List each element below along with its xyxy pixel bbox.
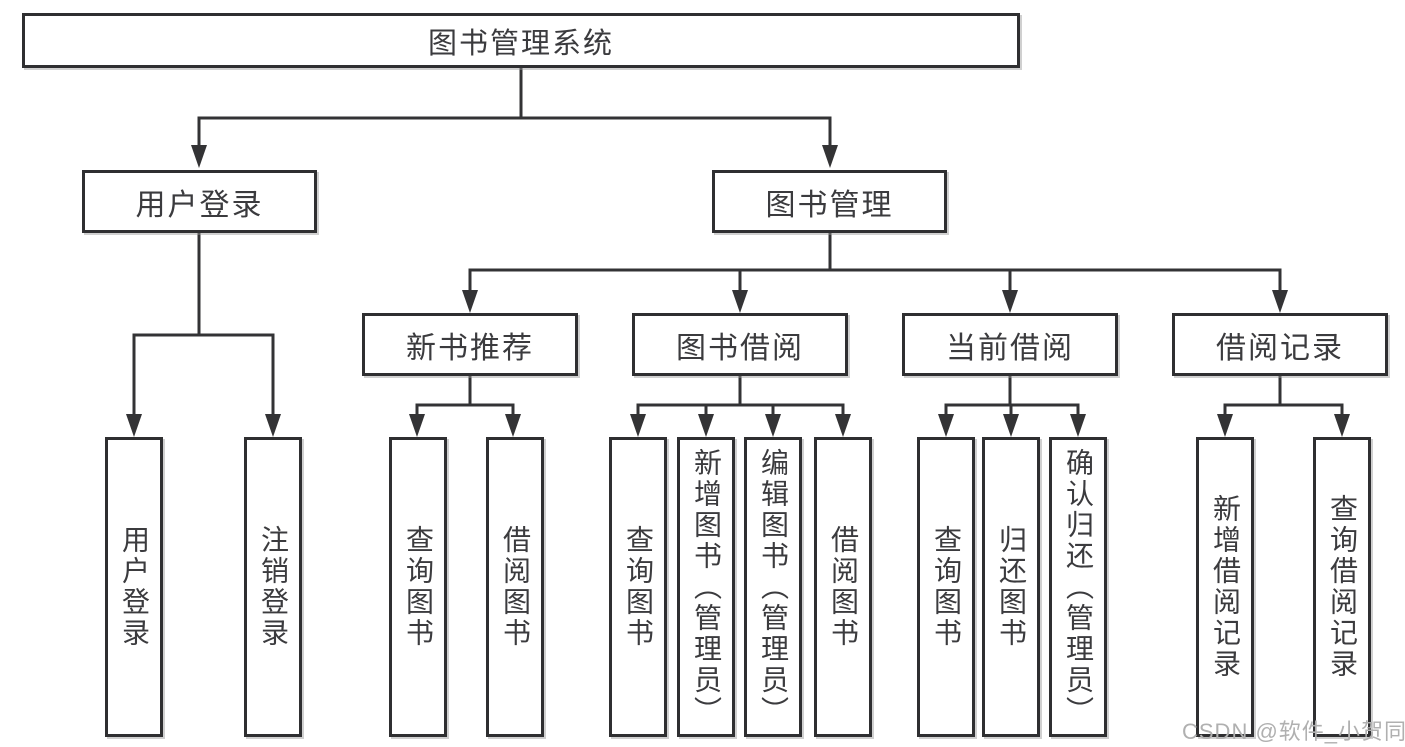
node-label: 图书管理系统 — [427, 27, 614, 60]
leaf-label: 查询图书 — [403, 525, 434, 649]
leaf-query-borrow-record: 查询借阅记录 — [1313, 437, 1371, 737]
node-label: 用户登录 — [135, 188, 264, 222]
leaf-add-books-admin: 新增图书（管理员） — [677, 437, 735, 737]
csdn-watermark: CSDN @软件_小贺同学 — [1182, 719, 1405, 744]
leaf-user-login: 用户登录 — [105, 437, 163, 737]
node-label: 当前借阅 — [946, 331, 1074, 365]
leaf-borrow-books-borrowing: 借阅图书 — [814, 437, 872, 737]
leaf-borrow-books-newbook: 借阅图书 — [486, 437, 544, 737]
node-label: 图书管理 — [765, 188, 894, 222]
node-new-book-recommendation: 新书推荐 — [362, 313, 578, 376]
node-label: 新书推荐 — [406, 331, 534, 365]
leaf-query-books-current: 查询图书 — [917, 437, 975, 737]
leaf-label: 用户登录 — [119, 525, 150, 649]
leaf-query-books-newbook: 查询图书 — [389, 437, 447, 737]
leaf-label: 确认归还（管理员） — [1063, 447, 1094, 727]
node-current-borrowing: 当前借阅 — [902, 313, 1118, 376]
node-label: 借阅记录 — [1216, 331, 1344, 365]
leaf-label: 注销登录 — [258, 525, 289, 649]
leaf-label: 查询借阅记录 — [1327, 494, 1358, 680]
leaf-label: 借阅图书 — [828, 525, 859, 649]
leaf-label: 归还图书 — [996, 525, 1027, 649]
leaf-label: 查询图书 — [623, 525, 654, 649]
node-book-management: 图书管理 — [712, 170, 947, 233]
leaf-label: 查询图书 — [931, 525, 962, 649]
leaf-label: 新增图书（管理员） — [691, 447, 722, 727]
node-library-management-system: 图书管理系统 — [22, 13, 1020, 68]
leaf-return-books: 归还图书 — [982, 437, 1040, 737]
leaf-label: 编辑图书（管理员） — [758, 447, 789, 727]
leaf-label: 借阅图书 — [500, 525, 531, 649]
node-label: 图书借阅 — [676, 331, 804, 365]
leaf-add-borrow-record: 新增借阅记录 — [1196, 437, 1254, 737]
node-user-login: 用户登录 — [82, 170, 317, 233]
leaf-logout: 注销登录 — [244, 437, 302, 737]
leaf-query-books-borrowing: 查询图书 — [609, 437, 667, 737]
node-borrowing-records: 借阅记录 — [1172, 313, 1388, 376]
leaf-confirm-return-admin: 确认归还（管理员） — [1049, 437, 1107, 737]
leaf-label: 新增借阅记录 — [1210, 494, 1241, 680]
leaf-edit-books-admin: 编辑图书（管理员） — [744, 437, 802, 737]
node-book-borrowing: 图书借阅 — [632, 313, 848, 376]
